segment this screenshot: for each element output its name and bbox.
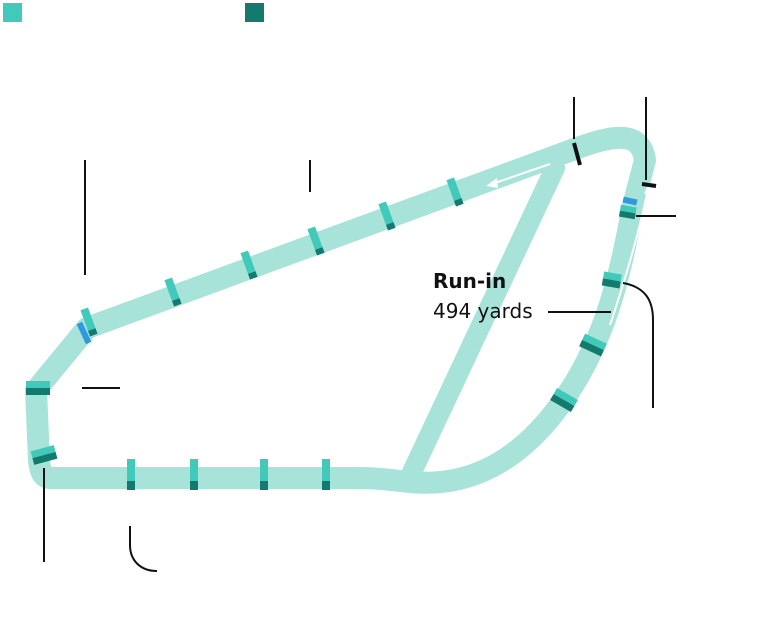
- fences-back-straight: [76, 177, 464, 345]
- fence: [601, 271, 622, 289]
- fence: [378, 201, 396, 231]
- legend-swatch-dark: [245, 3, 264, 22]
- fence: [164, 277, 182, 307]
- fence: [550, 387, 578, 413]
- direction-arrows: [486, 163, 653, 326]
- fence: [446, 177, 464, 207]
- fences-home-straight: [127, 459, 330, 490]
- course-posts: [572, 142, 657, 188]
- leader-lines: [43, 97, 676, 572]
- fence: [579, 333, 607, 357]
- fence: [26, 381, 50, 395]
- fence: [127, 459, 135, 490]
- run-in-distance: 494 yards: [433, 299, 533, 323]
- open-ditch-marker: [622, 196, 638, 206]
- fence: [618, 204, 637, 220]
- leader-line: [129, 526, 158, 572]
- track-outline: [25, 126, 656, 494]
- fence: [30, 445, 58, 465]
- track-cross-section: [402, 158, 565, 482]
- open-ditch-marker: [76, 321, 92, 345]
- arrow-top-straight: [491, 163, 551, 185]
- arrow-runin-line: [609, 187, 649, 326]
- fence: [260, 459, 268, 490]
- fence: [80, 307, 98, 337]
- track: [25, 126, 656, 494]
- arrow-top-head-icon: [486, 178, 498, 188]
- leader-line: [622, 282, 654, 408]
- fence: [322, 459, 330, 490]
- fence: [307, 226, 325, 256]
- legend-swatch-light: [3, 3, 22, 22]
- start-post: [572, 142, 582, 166]
- fences-right-bend: [550, 196, 638, 413]
- winning-post: [641, 182, 657, 188]
- fences-left-bend: [26, 381, 58, 465]
- fence: [190, 459, 198, 490]
- fence: [240, 250, 258, 280]
- run-in-title: Run-in: [433, 269, 506, 293]
- arrow-runin-head-icon: [644, 182, 653, 194]
